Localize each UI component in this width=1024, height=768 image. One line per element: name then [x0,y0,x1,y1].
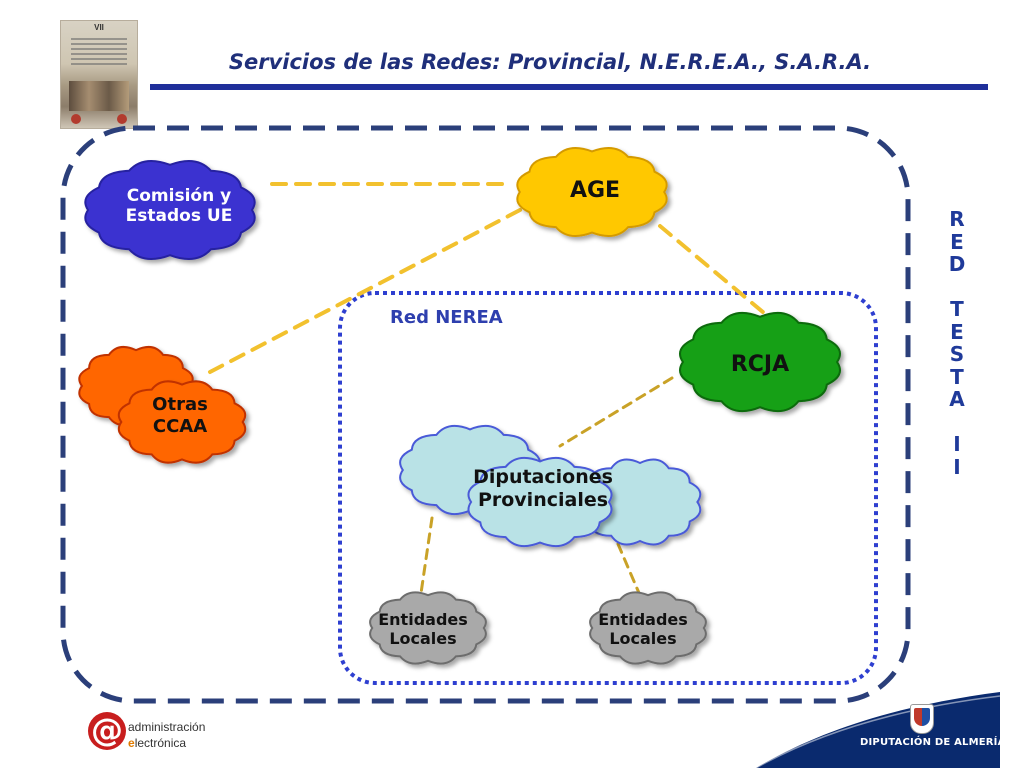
link-rcja-diputaciones [558,376,674,448]
logo-text-line2-rest: lectrónica [134,736,187,750]
administracion-electronica-logo: @ administración electrónica [88,712,238,756]
red-testa-letter: I [953,454,961,479]
node-otras-ccaa-label: Otras CCAA [152,394,208,437]
cover-text-lines [71,35,127,68]
cloud-otras-front [117,380,247,464]
node-rcja-label: RCJA [730,352,790,377]
red-testa-letter: T [950,364,964,389]
red-testa-letter: T [950,297,964,321]
cloud-entidades-right [589,591,707,665]
link-age-rcja [658,224,772,320]
red-testa-letter: E [950,319,964,344]
at-sign-icon: @ [88,712,126,750]
link-diputaciones-entidades-left [418,516,434,602]
coat-of-arms-icon [910,704,934,734]
red-nerea-label: Red NEREA [390,307,503,328]
link-diputaciones-entidades-right [616,542,644,602]
node-comision-label: Comisión y Estados UE [125,186,233,227]
cover-photo [69,81,129,111]
red-testa-letter: A [949,387,965,411]
red-testa-letter: I [953,432,961,456]
slide-title: Servicios de las Redes: Provincial, N.E.… [228,50,872,74]
cloud-comision [84,159,256,261]
node-diputaciones-label: Diputaciones Provinciales [473,466,613,511]
logo-text-line1: administración [128,720,206,734]
logo-e-letter: e [128,736,135,750]
conference-cover-thumbnail: VII [60,20,138,129]
node-entidades-locales-left-label: Entidades Locales [378,610,468,649]
red-testa-letter: D [948,252,966,276]
cloud-entidades-left [369,591,487,665]
connectors [208,182,772,602]
cover-label: VII [94,23,104,32]
cloud-diputaciones-front [467,456,613,548]
diputacion-almeria-logo-text: DIPUTACIÓN DE ALMERÍA [860,737,1006,748]
cover-logos [71,114,127,124]
node-age-label: AGE [569,178,621,203]
link-age-otras [208,208,522,374]
node-entidades-locales-right-label: Entidades Locales [598,610,688,649]
cloud-rcja [679,311,841,413]
cloud-age [516,146,668,238]
red-testa-boundary [60,125,911,704]
red-testa-letter: S [949,342,965,366]
logo-text-line2: electrónica [128,736,186,750]
red-testa-letter: E [950,229,964,254]
title-underline [150,84,988,90]
red-testa-letter: R [949,207,965,231]
red-nerea-boundary [338,291,878,685]
